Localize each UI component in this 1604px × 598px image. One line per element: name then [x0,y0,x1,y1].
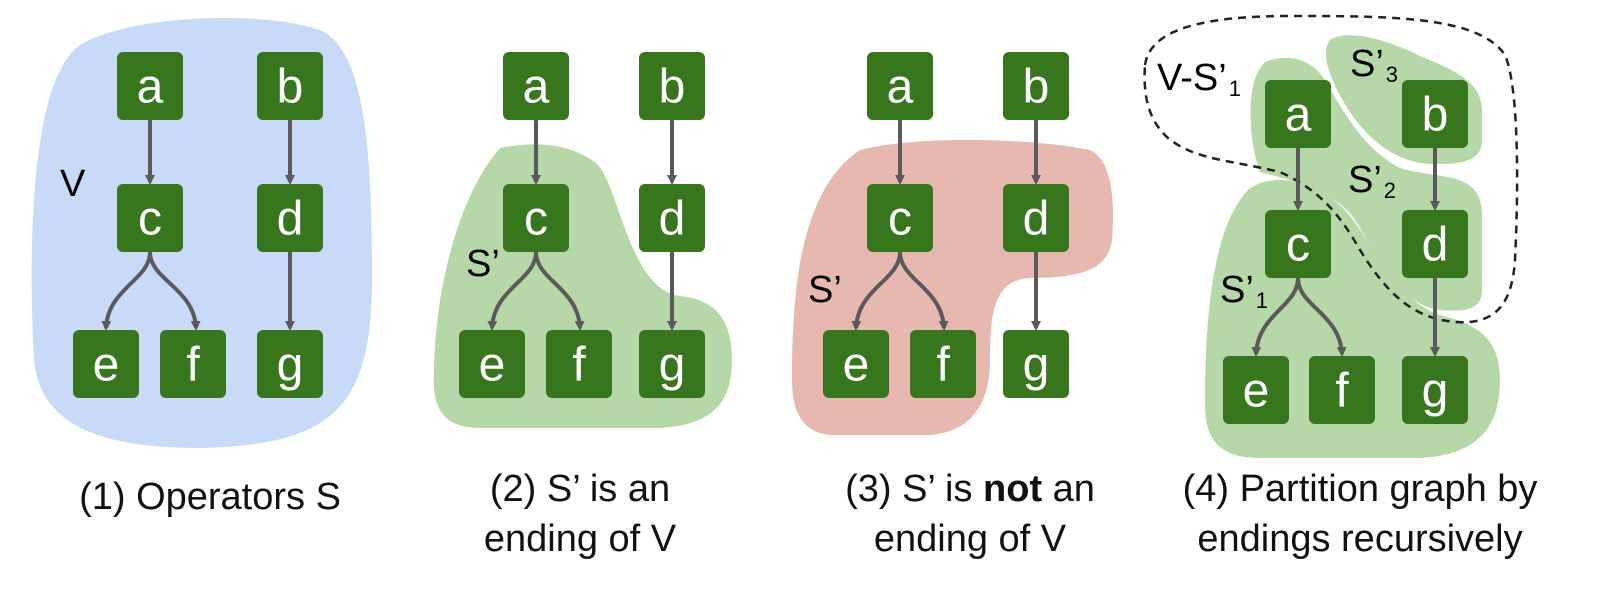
caption-panel-2: (2) S’ is an ending of V [400,464,760,564]
node-e: e [823,330,889,398]
node-a: a [867,52,933,120]
node-e: e [73,330,139,398]
label-s2: S’2 [1348,159,1396,203]
edge-c-f [148,251,201,331]
caption-panel-4-line1: (4) Partition graph by [1182,468,1538,510]
node-b: b [1402,80,1468,148]
svg-text:g: g [659,339,686,392]
svg-text:d: d [277,193,304,246]
caption-panel-3-pre: (3) S’ is [845,468,984,510]
svg-text:e: e [93,339,120,392]
node-d: d [1402,210,1468,278]
node-c: c [1265,210,1331,278]
boundary-v-minus-s1 [1143,14,1519,324]
svg-text:c: c [524,193,548,246]
svg-text:g: g [277,339,304,392]
panel-4: V-S’1 S’3 S’2 S’1 a b c d e f g [1143,14,1519,458]
caption-panel-1: (1) Operators S [20,472,400,522]
node-f: f [160,330,226,398]
panel-3: S’ a b c d e f g [792,52,1113,435]
svg-text:b: b [1422,89,1449,142]
caption-panel-4-line2: endings recursively [1197,518,1523,560]
edge-c-e [1251,277,1300,357]
svg-text:c: c [888,193,912,246]
label-s1: S’1 [1220,269,1268,313]
node-a: a [503,52,569,120]
svg-text:a: a [137,61,164,114]
node-a: a [117,52,183,120]
svg-text:f: f [936,339,950,392]
svg-text:b: b [1023,61,1050,114]
svg-text:b: b [659,61,686,114]
svg-text:d: d [1422,219,1449,272]
edge-c-e [101,251,152,331]
node-g: g [1402,356,1468,424]
caption-panel-3-bold: not [983,468,1043,510]
node-b: b [257,52,323,120]
svg-text:f: f [572,339,586,392]
svg-text:e: e [1243,365,1270,418]
node-e: e [1223,356,1289,424]
node-g: g [257,330,323,398]
svg-text:b: b [277,61,304,114]
node-f: f [1309,356,1375,424]
edge-c-f [898,251,949,331]
svg-text:d: d [659,193,686,246]
region-label-s-prime: S’ [466,243,500,285]
node-e: e [459,330,525,398]
node-d: d [1003,184,1069,252]
node-c: c [117,184,183,252]
node-b: b [1003,52,1069,120]
node-f: f [910,330,976,398]
node-g: g [639,330,705,398]
svg-text:a: a [887,61,914,114]
svg-text:e: e [479,339,506,392]
svg-text:g: g [1422,365,1449,418]
caption-panel-3-line2: ending of V [873,518,1067,560]
panel-2: S’ a b c d e f g [433,52,732,428]
label-s3: S’3 [1350,43,1398,87]
svg-text:a: a [523,61,550,114]
node-c: c [503,184,569,252]
svg-text:c: c [138,193,162,246]
caption-panel-4: (4) Partition graph by endings recursive… [1140,464,1580,564]
region-label-s-prime: S’ [808,269,842,311]
svg-text:g: g [1023,339,1050,392]
svg-text:f: f [1335,365,1349,418]
caption-panel-3: (3) S’ is not an ending of V [770,464,1170,564]
svg-text:f: f [186,339,200,392]
caption-panel-3-line1: (3) S’ is not an [770,464,1170,514]
panel-1: V a b c d e f g [31,17,373,448]
svg-text:e: e [843,339,870,392]
svg-text:a: a [1285,89,1312,142]
node-c: c [867,184,933,252]
caption-panel-2-line2: ending of V [483,518,677,560]
caption-panel-2-line1: (2) S’ is an [489,468,671,510]
region-label-v: V [60,163,86,205]
node-d: d [257,184,323,252]
node-d: d [639,184,705,252]
edge-c-e [851,251,902,331]
node-f: f [546,330,612,398]
node-b: b [639,52,705,120]
node-g: g [1003,330,1069,398]
edge-c-f [534,251,585,331]
edge-c-e [487,251,538,331]
svg-text:c: c [1286,219,1310,272]
node-a: a [1265,80,1331,148]
edge-c-f [1296,277,1347,357]
label-v-minus-s1: V-S’1 [1157,57,1241,101]
caption-panel-3-post: an [1042,468,1095,510]
svg-text:d: d [1023,193,1050,246]
caption-panel-1-text: (1) Operators S [79,476,341,518]
